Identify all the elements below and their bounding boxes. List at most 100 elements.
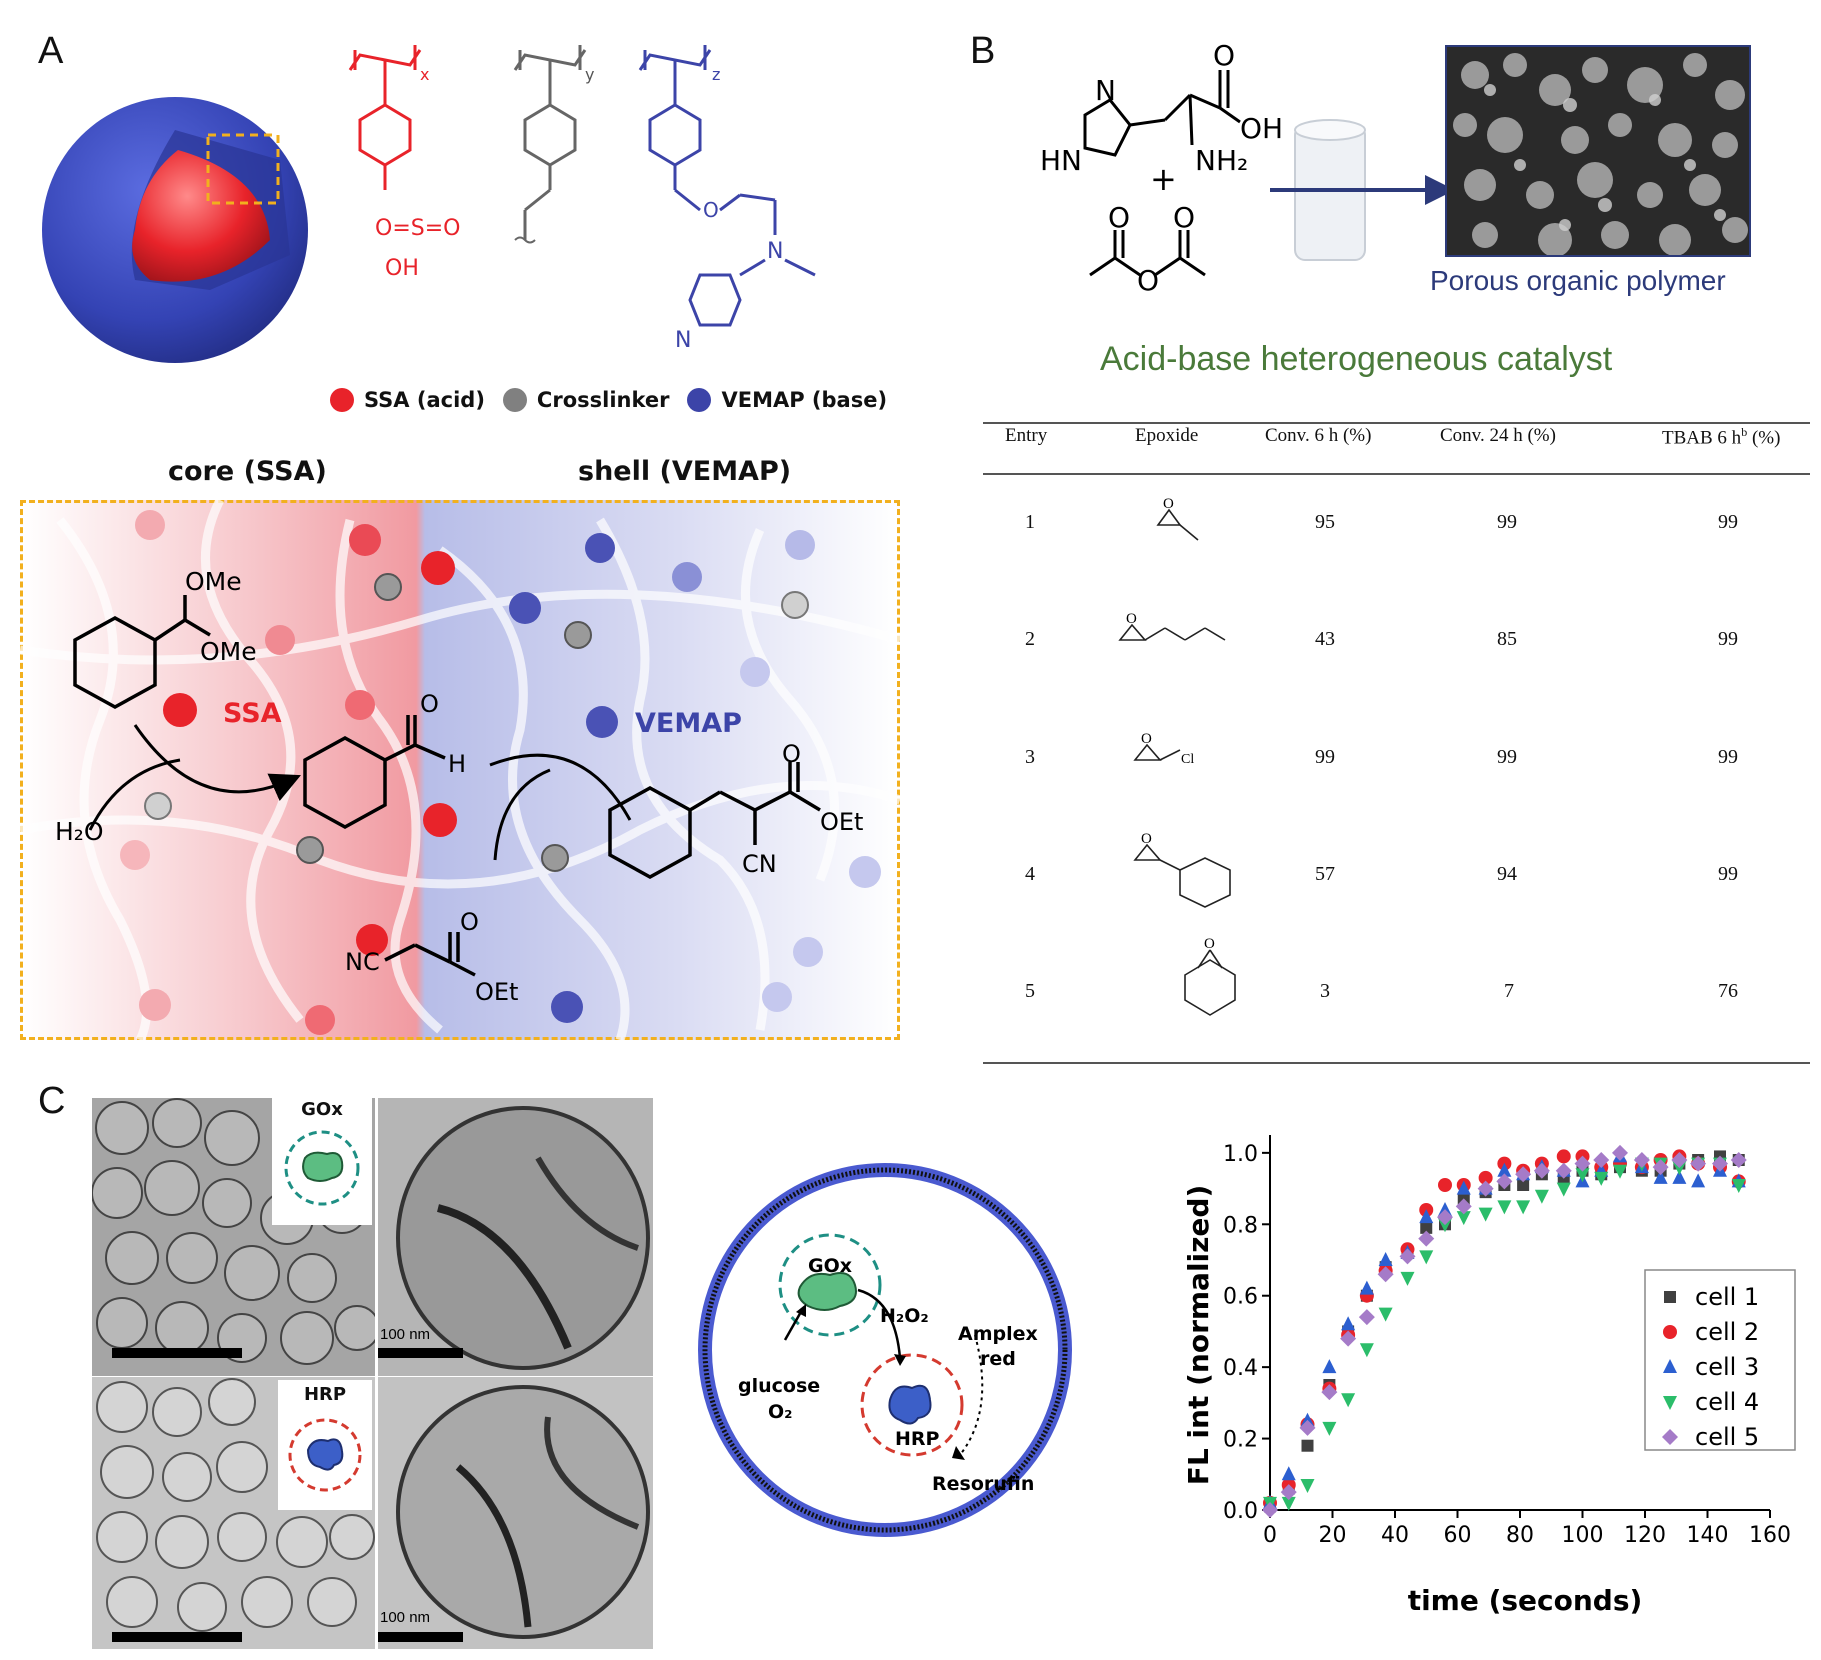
cell-conv6: 99 bbox=[1315, 746, 1335, 768]
x-tick-label: 80 bbox=[1506, 1523, 1534, 1548]
data-point bbox=[1378, 1252, 1393, 1266]
vemap-dot-icon bbox=[687, 388, 712, 412]
data-point bbox=[1593, 1152, 1610, 1168]
cascade-o2-label: O₂ bbox=[768, 1401, 792, 1423]
data-point bbox=[1691, 1173, 1706, 1188]
data-point bbox=[1281, 1496, 1296, 1511]
data-point bbox=[1437, 1209, 1453, 1226]
data-point bbox=[1672, 1161, 1687, 1176]
data-point bbox=[1594, 1171, 1609, 1186]
x-tick-label: 100 bbox=[1562, 1523, 1604, 1548]
legend-vemap-label: VEMAP (base) bbox=[721, 388, 888, 412]
hrp-inset: HRP bbox=[278, 1380, 372, 1510]
legend-label: cell 2 bbox=[1695, 1318, 1759, 1346]
data-point bbox=[1556, 1149, 1571, 1164]
particle-legend: SSA (acid) Crosslinker VEMAP (base) bbox=[330, 388, 887, 412]
gox-inset-label: GOx bbox=[301, 1099, 343, 1120]
y-tick-label: 0.2 bbox=[1223, 1428, 1258, 1453]
data-point bbox=[1555, 1162, 1572, 1179]
cell-entry: 1 bbox=[1025, 511, 1035, 533]
legend-marker bbox=[1662, 1429, 1678, 1445]
data-point bbox=[1281, 1466, 1296, 1481]
his-n-label: N bbox=[1095, 74, 1116, 107]
panel-c-letter: C bbox=[38, 1080, 66, 1122]
epoxide-structures: O O O Cl O O bbox=[1118, 496, 1236, 1016]
product-cn-label: CN bbox=[742, 850, 777, 878]
legend-label: cell 5 bbox=[1695, 1423, 1759, 1451]
data-point bbox=[1301, 1439, 1314, 1452]
data-point bbox=[1516, 1200, 1531, 1215]
data-point bbox=[1575, 1168, 1590, 1183]
polymer-structures: x O=S=O OH y bbox=[348, 45, 816, 353]
panel-b-letter: B bbox=[970, 30, 996, 72]
col-header-entry: Entry bbox=[1005, 425, 1048, 446]
data-point bbox=[1672, 1169, 1687, 1184]
pyridine-n-label: N bbox=[675, 328, 691, 353]
cell-conv24: 7 bbox=[1504, 980, 1514, 1002]
ester-oet-label: OEt bbox=[475, 978, 518, 1006]
data-point bbox=[1671, 1152, 1688, 1168]
data-point bbox=[1341, 1393, 1356, 1408]
histidine-anhydride-scheme: N HN NH₂ O OH + O O O bbox=[1040, 39, 1455, 297]
epoxide-cl: Cl bbox=[1181, 752, 1194, 767]
data-point bbox=[1534, 1189, 1549, 1204]
x-tick-label: 160 bbox=[1749, 1523, 1791, 1548]
cell-tbab: 99 bbox=[1718, 511, 1738, 533]
epoxide-ring-1 bbox=[1156, 508, 1182, 526]
aldehyde-o-label: O bbox=[420, 690, 439, 718]
tem-hrp-closeup: 100 nm bbox=[378, 1377, 653, 1649]
scale-bar-overview-2 bbox=[112, 1632, 242, 1642]
cell-entry: 2 bbox=[1025, 628, 1035, 650]
gox-enzyme-icon bbox=[302, 1151, 344, 1182]
data-point bbox=[1653, 1169, 1668, 1184]
data-point bbox=[1633, 1152, 1650, 1168]
epoxide-o-5: O bbox=[1204, 936, 1215, 952]
reaction-scheme: OMe OMe SSA VEMAP H₂O O H NC O OEt O OEt… bbox=[20, 500, 900, 1040]
unit-y: y bbox=[585, 65, 594, 84]
data-point bbox=[1341, 1316, 1356, 1331]
table-header-rule bbox=[983, 473, 1810, 475]
data-point bbox=[1377, 1266, 1394, 1283]
data-point bbox=[1515, 1166, 1532, 1183]
cell-tbab: 99 bbox=[1718, 863, 1738, 885]
x-tick-label: 60 bbox=[1444, 1523, 1472, 1548]
reaction-box bbox=[20, 500, 900, 1040]
cell-entry: 5 bbox=[1025, 980, 1035, 1002]
cascade-h2o2-label: H₂O₂ bbox=[880, 1305, 929, 1327]
x-tick-label: 40 bbox=[1381, 1523, 1409, 1548]
cell-conv6: 95 bbox=[1315, 511, 1335, 533]
anhydride-o3: O bbox=[1137, 264, 1159, 297]
product-o-label: O bbox=[782, 740, 801, 768]
data-point bbox=[1322, 1359, 1337, 1374]
data-point bbox=[1455, 1198, 1472, 1215]
tem-gox-closeup: 100 nm bbox=[378, 1098, 653, 1376]
x-tick-label: 120 bbox=[1624, 1523, 1666, 1548]
unit-x: x bbox=[420, 65, 429, 84]
data-point bbox=[1321, 1384, 1338, 1401]
shell-label: shell (VEMAP) bbox=[578, 456, 792, 487]
data-point bbox=[1280, 1484, 1297, 1501]
data-point bbox=[1300, 1412, 1315, 1427]
data-point bbox=[1497, 1200, 1512, 1215]
chart-y-axis-label: FL int (normalized) bbox=[1182, 1185, 1215, 1486]
y-tick-label: 1.0 bbox=[1223, 1142, 1258, 1167]
data-point bbox=[1478, 1207, 1493, 1222]
epoxide-o-2: O bbox=[1126, 611, 1137, 627]
cell-conv24: 99 bbox=[1497, 746, 1517, 768]
scale-text-top: 100 nm bbox=[380, 1326, 431, 1343]
his-hn-label: HN bbox=[1040, 144, 1082, 177]
ssa-dot-icon bbox=[330, 388, 354, 412]
data-point bbox=[1496, 1173, 1513, 1190]
cascade-hrp-label: HRP bbox=[895, 1428, 940, 1450]
polymer-caption: Porous organic polymer bbox=[1430, 265, 1726, 296]
data-point bbox=[1340, 1330, 1357, 1347]
data-point bbox=[1497, 1162, 1512, 1177]
data-point bbox=[1300, 1479, 1315, 1493]
cell-conv24: 99 bbox=[1497, 511, 1517, 533]
data-point bbox=[1418, 1230, 1435, 1247]
enzyme-cascade-diagram: GOx H₂O₂ Amplex red glucose O₂ HRP Resor… bbox=[698, 1163, 1072, 1537]
data-point bbox=[1612, 1144, 1628, 1161]
cascade-hrp-icon bbox=[888, 1384, 932, 1425]
ome-2: OMe bbox=[200, 637, 257, 666]
cell-conv6: 43 bbox=[1315, 628, 1335, 650]
